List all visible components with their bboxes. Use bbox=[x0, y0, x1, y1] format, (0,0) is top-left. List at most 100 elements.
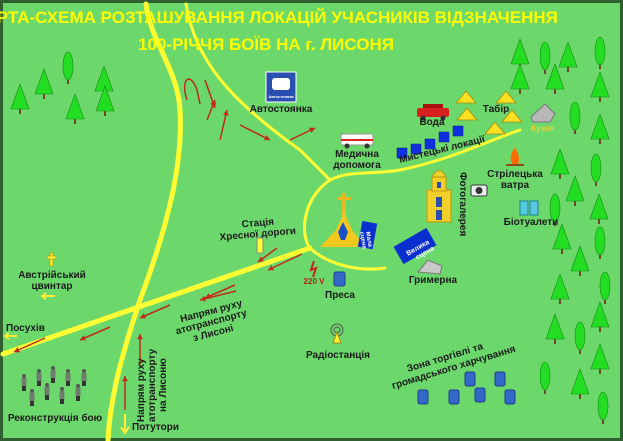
soldier-icon bbox=[21, 374, 27, 391]
road-north-south bbox=[105, 1, 183, 441]
label-dressing-room: Гримерна bbox=[409, 275, 458, 286]
tree-icon bbox=[594, 226, 606, 259]
traffic-arrow-icon bbox=[219, 109, 229, 141]
kitchen-tent-icon bbox=[530, 103, 556, 123]
road-monument-loop bbox=[303, 178, 387, 271]
label-parking: Автостоянка bbox=[250, 104, 313, 115]
label-medical-1: Медична bbox=[335, 149, 379, 160]
parking-sign-icon[interactable]: Автостоянка bbox=[265, 71, 297, 103]
potutory-direction-arrow bbox=[120, 414, 130, 435]
traffic-arrow-icon bbox=[206, 99, 216, 121]
tree-icon bbox=[570, 245, 590, 276]
soldier-icon bbox=[50, 366, 56, 383]
u-turn-arrow-icon bbox=[183, 78, 201, 105]
label-toilets: Біотуалети bbox=[504, 217, 559, 228]
trade-booth-icon bbox=[494, 371, 506, 387]
label-photo-gallery: Фотогалерея bbox=[457, 172, 468, 236]
fire-truck-icon bbox=[417, 104, 449, 121]
monument-trident-icon[interactable] bbox=[320, 193, 366, 247]
soldier-icon bbox=[29, 389, 35, 406]
tree-icon bbox=[597, 391, 609, 424]
label-austrian-cemetery-2: цвинтар bbox=[31, 281, 72, 292]
art-location-square[interactable] bbox=[424, 138, 436, 150]
traffic-arrow-icon bbox=[137, 334, 143, 365]
label-water: Вода bbox=[419, 117, 445, 128]
traffic-arrow-icon bbox=[79, 326, 111, 341]
road-to-camp bbox=[328, 128, 522, 182]
tree-icon bbox=[549, 193, 561, 226]
tree-icon bbox=[594, 36, 606, 69]
tree-icon bbox=[34, 68, 54, 99]
art-location-square[interactable] bbox=[396, 147, 408, 159]
label-to-lysonia-3: на Лисоню bbox=[158, 358, 169, 412]
art-location-square[interactable] bbox=[410, 143, 422, 155]
tree-icon bbox=[570, 368, 590, 399]
small-stage-label-1: Мала bbox=[364, 231, 373, 248]
tree-icon bbox=[65, 93, 85, 124]
cross-icon bbox=[46, 252, 57, 267]
art-location-squares bbox=[396, 125, 464, 159]
dressing-room-tent-icon bbox=[417, 259, 443, 275]
road-west-east bbox=[0, 245, 313, 357]
traffic-arrow-icon bbox=[13, 337, 46, 353]
label-kitchen: Кухня bbox=[531, 124, 555, 133]
tree-icon bbox=[599, 271, 611, 304]
tent-icon bbox=[484, 121, 506, 135]
art-location-square[interactable] bbox=[452, 125, 464, 137]
small-stage[interactable]: Мала сцена bbox=[357, 220, 378, 250]
tree-icon bbox=[565, 175, 585, 206]
tent-icon bbox=[456, 107, 478, 121]
label-power: 220 V bbox=[304, 277, 326, 286]
traffic-arrow-icon bbox=[289, 127, 316, 141]
ambulance-icon bbox=[340, 133, 374, 149]
tree-icon bbox=[569, 101, 581, 134]
map-title-line2: 100-РІЧЧЯ БОЇВ НА г. ЛИСОНЯ bbox=[138, 35, 394, 54]
tree-icon bbox=[545, 313, 565, 344]
camp-tents bbox=[455, 90, 523, 135]
press-booth-icon bbox=[333, 271, 346, 287]
trade-booths bbox=[417, 371, 516, 405]
soldier-icon bbox=[81, 369, 87, 386]
tree-icon bbox=[62, 51, 74, 84]
station-marker bbox=[256, 237, 264, 254]
tree-icon bbox=[590, 301, 610, 332]
label-rifle-fire-2: ватра bbox=[501, 180, 530, 191]
traffic-arrow-icon bbox=[267, 253, 303, 271]
label-to-lysonia-2: атотранспорту bbox=[147, 348, 158, 422]
soldier-icon bbox=[44, 383, 50, 400]
label-press: Преса bbox=[325, 290, 355, 301]
church-icon[interactable] bbox=[426, 170, 452, 223]
soldier-icon bbox=[75, 384, 81, 401]
tree-icon bbox=[574, 321, 586, 354]
tree-icon bbox=[552, 223, 572, 254]
label-reenactment: Реконструкція бою bbox=[8, 412, 103, 424]
label-rifle-fire-1: Стрілецька bbox=[487, 169, 543, 180]
label-medical-2: допомога bbox=[333, 160, 381, 171]
soldier-icon bbox=[59, 387, 65, 404]
traffic-arrow-icon bbox=[139, 304, 171, 319]
tree-icon bbox=[545, 63, 565, 94]
art-location-square[interactable] bbox=[438, 131, 450, 143]
soldier-icon bbox=[36, 369, 42, 386]
label-camp: Табір bbox=[483, 103, 509, 115]
label-stations-1: Стація bbox=[241, 217, 274, 231]
tree-icon bbox=[590, 113, 610, 144]
tree-icon bbox=[510, 63, 530, 94]
label-radio: Радіостанція bbox=[306, 350, 370, 361]
tent-icon bbox=[455, 90, 477, 104]
traffic-arrow-icon bbox=[122, 376, 128, 410]
tree-icon bbox=[589, 193, 609, 224]
map-title-line1: КАРТА-СХЕМА РОЗТАШУВАННЯ ЛОКАЦІЙ УЧАСНИК… bbox=[0, 8, 558, 27]
road-north-diagonal bbox=[184, 2, 332, 182]
cemetery-direction-arrow bbox=[40, 292, 55, 300]
trade-booth-icon bbox=[474, 387, 486, 403]
tree-icon bbox=[539, 361, 551, 394]
trade-booth-icon bbox=[448, 389, 460, 405]
roads bbox=[0, 1, 522, 441]
tree-icon bbox=[550, 273, 570, 304]
tree-icon bbox=[558, 41, 578, 72]
tree-icon bbox=[539, 41, 551, 74]
label-posukhiv: Посухів bbox=[6, 323, 45, 334]
posukhiv-direction-arrow bbox=[3, 332, 17, 340]
